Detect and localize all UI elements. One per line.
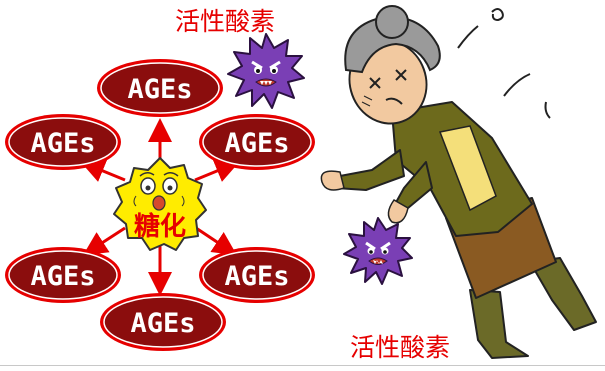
purple-germ-icon bbox=[343, 217, 413, 285]
active-oxygen-label-bottom: 活性酸素 bbox=[350, 333, 450, 362]
active-oxygen-label-top: 活性酸素 bbox=[175, 7, 275, 36]
arrows bbox=[80, 118, 240, 296]
purple-germ-icon bbox=[227, 33, 305, 109]
ages-node: AGEs bbox=[97, 59, 223, 117]
center-label: 糖化 bbox=[134, 211, 186, 242]
ages-label: AGEs bbox=[30, 261, 95, 292]
elderly-woman-illustration bbox=[320, 5, 597, 359]
ages-label: AGEs bbox=[224, 261, 289, 292]
arrow-up-right bbox=[194, 159, 240, 182]
center-yellow-blob-icon: 糖化 bbox=[113, 157, 207, 251]
bottom-divider bbox=[0, 365, 605, 366]
ages-node: AGEs bbox=[199, 114, 315, 170]
ages-node: AGEs bbox=[100, 293, 226, 351]
ages-label: AGEs bbox=[224, 128, 289, 159]
arrow-down-left bbox=[82, 226, 126, 256]
arrow-up-left bbox=[80, 159, 126, 182]
ages-node: AGEs bbox=[199, 247, 315, 303]
ages-label: AGEs bbox=[127, 74, 192, 105]
ages-label: AGEs bbox=[30, 128, 95, 159]
ages-node: AGEs bbox=[5, 247, 121, 303]
arrow-down-right bbox=[195, 226, 237, 256]
ages-label: AGEs bbox=[130, 308, 195, 339]
ages-node: AGEs bbox=[5, 114, 121, 170]
